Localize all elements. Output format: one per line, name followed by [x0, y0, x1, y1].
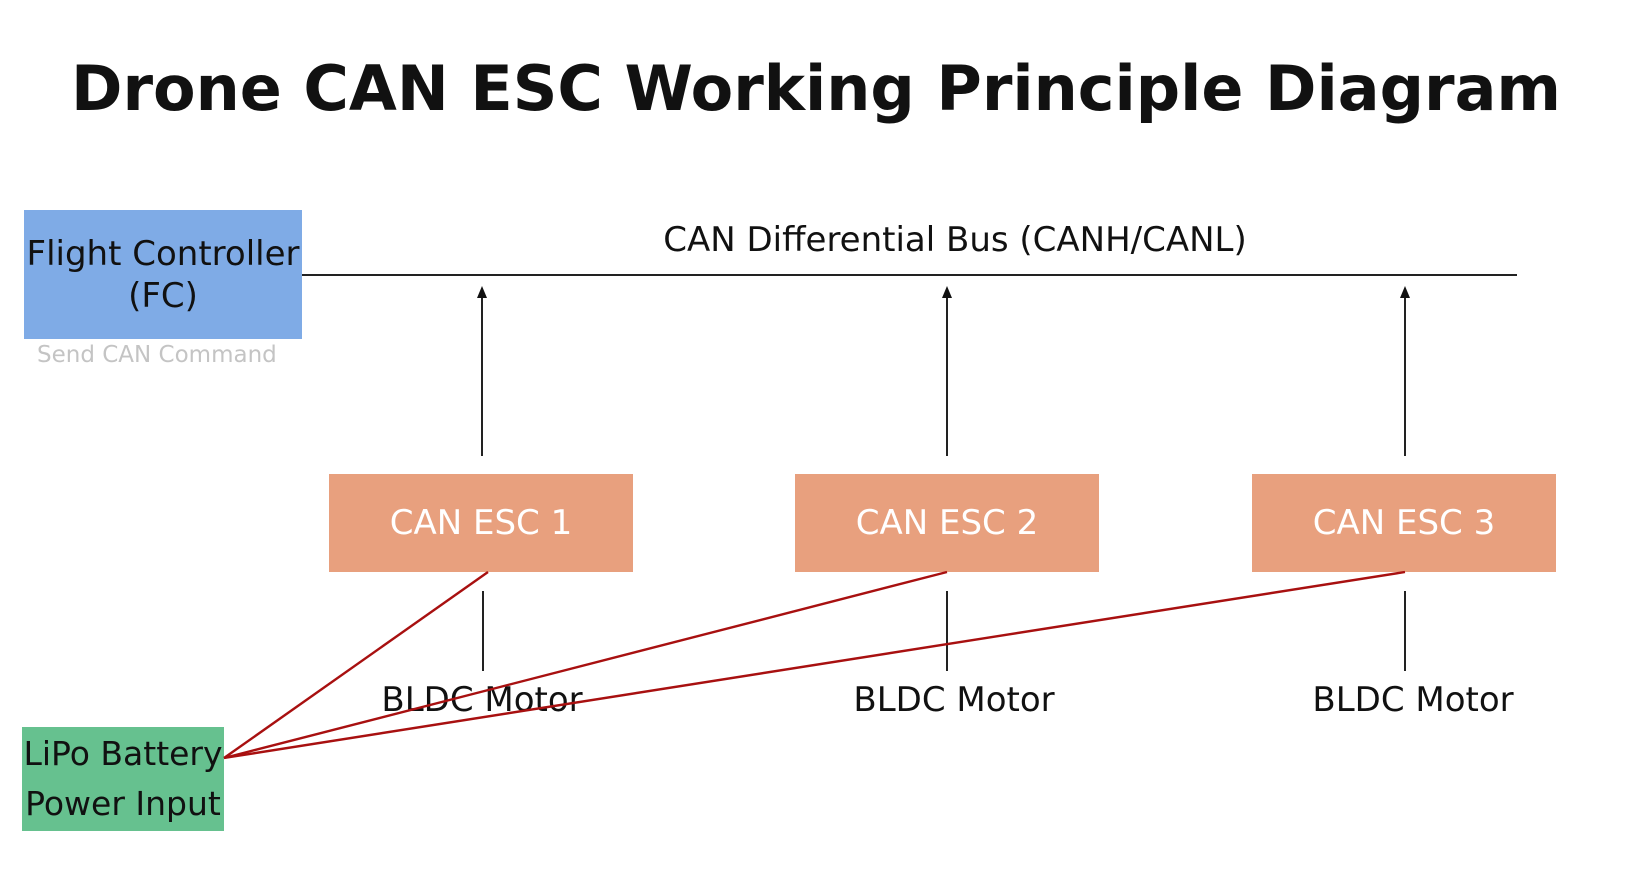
lipo-battery-box: LiPo Battery Power Input	[22, 727, 224, 831]
flight-controller-label: Flight Controller	[26, 233, 300, 274]
power-wire-esc-1	[223, 571, 489, 759]
bldc-motor-3-label: BLDC Motor	[1312, 680, 1514, 720]
bldc-motor-1-label: BLDC Motor	[381, 680, 583, 720]
bldc-motor-2-label: BLDC Motor	[853, 680, 1055, 720]
battery-label-line1: LiPo Battery	[23, 734, 223, 773]
flight-controller-abbrev: (FC)	[128, 275, 198, 316]
battery-label-line2: Power Input	[25, 784, 221, 823]
can-esc-2-label: CAN ESC 2	[855, 503, 1039, 543]
diagram-title: Drone CAN ESC Working Principle Diagram	[70, 52, 1562, 125]
can-esc-1-label: CAN ESC 1	[389, 503, 573, 543]
can-esc-3-label: CAN ESC 3	[1312, 503, 1496, 543]
can-esc-3-box: CAN ESC 3	[1252, 474, 1556, 572]
can-esc-1-box: CAN ESC 1	[329, 474, 633, 572]
power-wire-esc-3	[223, 570, 1406, 760]
can-bus-label: CAN Differential Bus (CANH/CANL)	[663, 220, 1247, 260]
power-wire-esc-2	[223, 570, 948, 760]
flight-controller-box: Flight Controller (FC)	[24, 210, 302, 339]
send-can-command-caption: Send CAN Command	[37, 342, 277, 368]
can-esc-2-box: CAN ESC 2	[795, 474, 1099, 572]
